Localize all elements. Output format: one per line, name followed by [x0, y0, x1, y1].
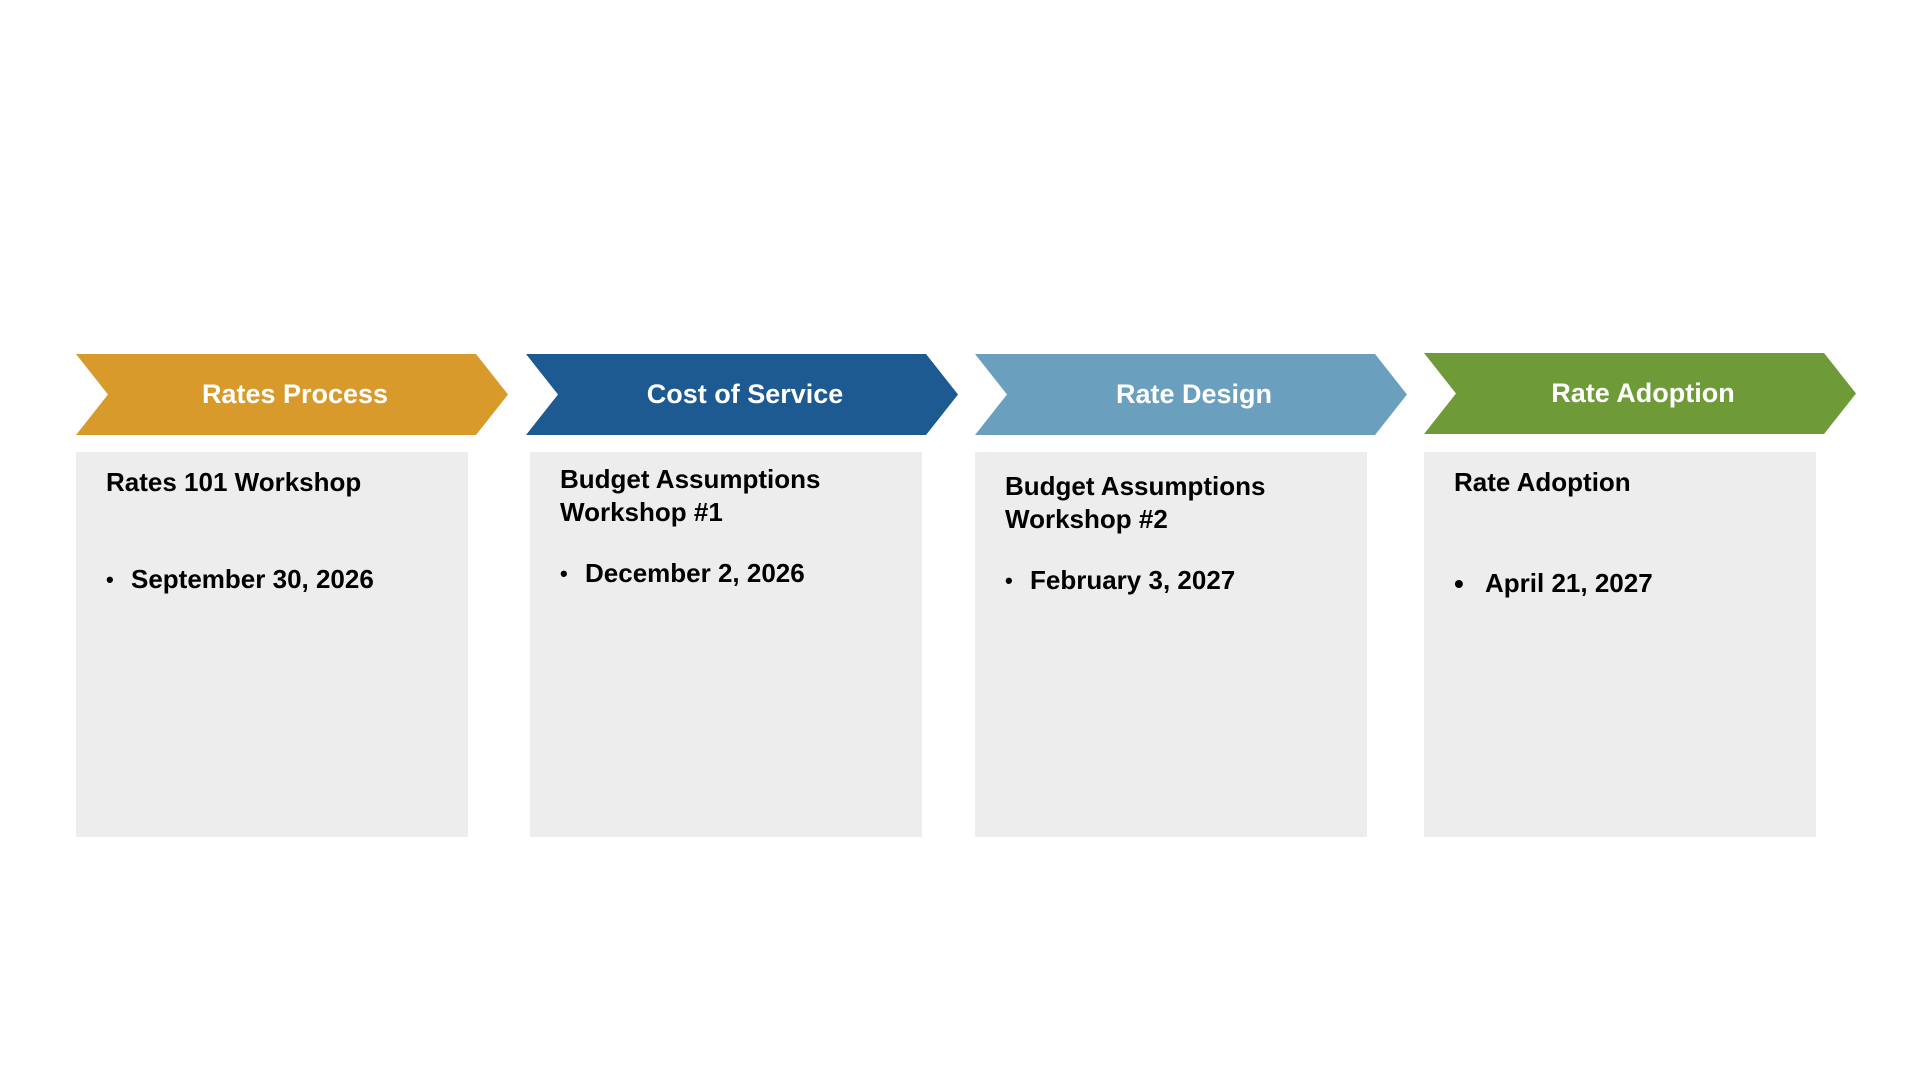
card-list: • February 3, 2027 [1005, 564, 1343, 597]
list-item-text: February 3, 2027 [1030, 565, 1236, 595]
stage-card-rate-adoption: Rate Adoption • April 21, 2027 [1424, 452, 1816, 837]
card-list: • September 30, 2026 [106, 563, 444, 596]
stage-label: Rates Process [201, 379, 389, 409]
card-title: Rate Adoption [1454, 467, 1631, 497]
card-title: Budget Assumptions Workshop #2 [1005, 471, 1266, 534]
stage-label: Rate Adoption [1551, 378, 1735, 408]
card-list: • April 21, 2027 [1454, 567, 1792, 600]
stage-label: Rate Design [1115, 379, 1273, 409]
stage-card-rate-design: Budget Assumptions Workshop #2 • Februar… [975, 452, 1367, 837]
bullet-icon: • [1454, 568, 1464, 599]
card-list: • December 2, 2026 [560, 557, 898, 590]
list-item: • February 3, 2027 [1005, 564, 1343, 597]
card-title: Rates 101 Workshop [106, 467, 362, 497]
list-item-text: December 2, 2026 [585, 558, 805, 588]
stage-card-cost-of-service: Budget Assumptions Workshop #1 • Decembe… [530, 452, 922, 837]
list-item-text: April 21, 2027 [1485, 568, 1653, 598]
stage-chevron-cost-of-service: Cost of Service [526, 354, 958, 435]
bullet-icon: • [560, 561, 568, 586]
stage-card-rates-process: Rates 101 Workshop • September 30, 2026 [76, 452, 468, 837]
stage-label: Cost of Service [646, 379, 844, 409]
list-item-text: September 30, 2026 [131, 564, 374, 594]
card-title: Budget Assumptions Workshop #1 [560, 464, 821, 527]
stage-chevron-rate-design: Rate Design [975, 354, 1407, 435]
list-item: • December 2, 2026 [560, 557, 898, 590]
bullet-icon: • [1005, 568, 1013, 593]
stage-chevron-rate-adoption: Rate Adoption [1424, 353, 1856, 434]
stage-chevron-rates-process: Rates Process [76, 354, 508, 435]
list-item: • September 30, 2026 [106, 563, 444, 596]
bullet-icon: • [106, 567, 114, 592]
list-item: • April 21, 2027 [1454, 567, 1792, 600]
